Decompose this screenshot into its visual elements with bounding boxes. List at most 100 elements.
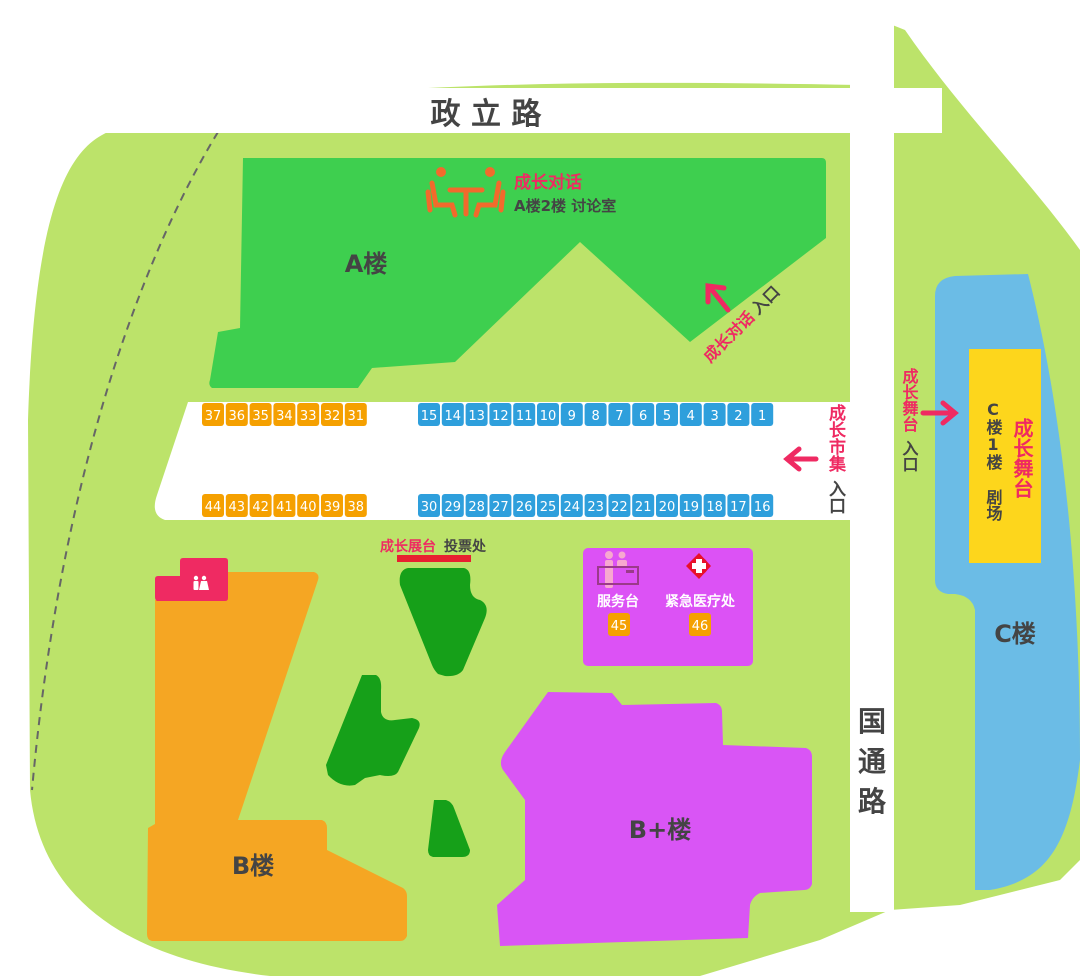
building-c-label: C楼 [994, 620, 1036, 648]
stall-number: 38 [348, 500, 365, 515]
stall-box [584, 494, 607, 517]
service-number: 45 [611, 619, 628, 634]
stall-box [465, 494, 488, 517]
stall-31[interactable]: 31 [344, 403, 367, 426]
stall-box [225, 494, 248, 517]
road-label-guotong-1: 国 [858, 705, 886, 738]
stage-entrance-name[interactable]: 成长舞台 [900, 367, 919, 433]
stall-43[interactable]: 43 [225, 494, 248, 517]
stall-24[interactable]: 24 [560, 494, 583, 517]
stall-25[interactable]: 25 [537, 494, 559, 517]
stall-box [608, 403, 631, 426]
stall-32[interactable]: 32 [321, 403, 343, 426]
stall-23[interactable]: 23 [584, 494, 607, 517]
stall-box [465, 403, 488, 426]
stall-35[interactable]: 35 [249, 403, 272, 426]
stall-8[interactable]: 8 [584, 403, 607, 426]
stall-number: 11 [516, 409, 533, 424]
stall-33[interactable]: 33 [297, 403, 320, 426]
stall-number: 2 [734, 409, 742, 424]
service-area[interactable] [583, 548, 753, 666]
stall-box [727, 494, 750, 517]
stall-14[interactable]: 14 [441, 403, 464, 426]
arrow-left-icon [783, 446, 819, 472]
service-desk-icon [597, 551, 639, 588]
tree-area-2 [326, 675, 420, 786]
stall-21[interactable]: 21 [632, 494, 655, 517]
stall-42[interactable]: 42 [249, 494, 272, 517]
stall-box [321, 403, 343, 426]
building-a[interactable] [209, 158, 827, 388]
stall-27[interactable]: 27 [489, 494, 512, 517]
stall-13[interactable]: 13 [465, 403, 488, 426]
stall-number: 13 [468, 409, 485, 424]
stall-10[interactable]: 10 [537, 403, 559, 426]
stall-number: 23 [587, 500, 604, 515]
stall-18[interactable]: 18 [703, 494, 726, 517]
stall-29[interactable]: 29 [441, 494, 464, 517]
stall-11[interactable]: 11 [513, 403, 536, 426]
stall-number: 18 [706, 500, 723, 515]
stall-box [537, 403, 559, 426]
stall-26[interactable]: 26 [513, 494, 536, 517]
stall-number: 26 [516, 500, 533, 515]
stall-number: 10 [540, 409, 557, 424]
stall-3[interactable]: 3 [703, 403, 726, 426]
stall-22[interactable]: 22 [608, 494, 631, 517]
stall-17[interactable]: 17 [727, 494, 750, 517]
stall-box [560, 403, 583, 426]
stall-4[interactable]: 4 [679, 403, 702, 426]
stall-7[interactable]: 7 [608, 403, 631, 426]
stall-box [202, 403, 224, 426]
stall-16[interactable]: 16 [751, 494, 774, 517]
stall-box [751, 494, 774, 517]
tree-area-1 [399, 568, 487, 677]
stall-box [679, 403, 702, 426]
stall-28[interactable]: 28 [465, 494, 488, 517]
exhibit-suffix: 投票处 [444, 538, 487, 555]
medical-label: 紧急医疗处 [665, 593, 736, 610]
market-entrance-name[interactable]: 成长市集 [825, 403, 847, 473]
stall-39[interactable]: 39 [321, 494, 343, 517]
stall-9[interactable]: 9 [560, 403, 583, 426]
stall-box [513, 494, 536, 517]
stall-box [202, 494, 224, 517]
stage-area[interactable] [969, 349, 1041, 563]
stall-36[interactable]: 36 [225, 403, 248, 426]
restroom-block[interactable] [155, 558, 228, 601]
stall-box [608, 494, 631, 517]
stall-number: 4 [687, 409, 695, 424]
stall-number: 22 [611, 500, 628, 515]
road-label-guotong-3: 路 [858, 785, 887, 818]
stall-44[interactable]: 44 [202, 494, 224, 517]
stall-34[interactable]: 34 [273, 403, 296, 426]
stall-number: 39 [324, 500, 341, 515]
stall-6[interactable]: 6 [632, 403, 655, 426]
stall-37[interactable]: 37 [202, 403, 224, 426]
stall-30[interactable]: 30 [418, 494, 440, 517]
stall-box [656, 494, 678, 517]
building-b[interactable] [147, 572, 407, 941]
building-bplus[interactable] [497, 692, 812, 946]
stall-5[interactable]: 5 [656, 403, 678, 426]
medical-number-badge [689, 613, 711, 636]
stall-box [679, 494, 702, 517]
stall-number: 24 [564, 500, 581, 515]
stall-number: 17 [730, 500, 747, 515]
stall-40[interactable]: 40 [297, 494, 320, 517]
stall-20[interactable]: 20 [656, 494, 678, 517]
dialogue-title: 成长对话 [514, 172, 582, 193]
stall-2[interactable]: 2 [727, 403, 750, 426]
tree-area-3 [428, 800, 470, 857]
stall-12[interactable]: 12 [489, 403, 512, 426]
stall-19[interactable]: 19 [679, 494, 702, 517]
stall-15[interactable]: 15 [418, 403, 440, 426]
stall-38[interactable]: 38 [344, 494, 367, 517]
stall-number: 1 [758, 409, 766, 424]
walking-path [31, 131, 219, 791]
medical-cross-icon [686, 553, 711, 579]
stall-1[interactable]: 1 [751, 403, 774, 426]
stall-number: 31 [348, 409, 365, 424]
stall-41[interactable]: 41 [273, 494, 296, 517]
